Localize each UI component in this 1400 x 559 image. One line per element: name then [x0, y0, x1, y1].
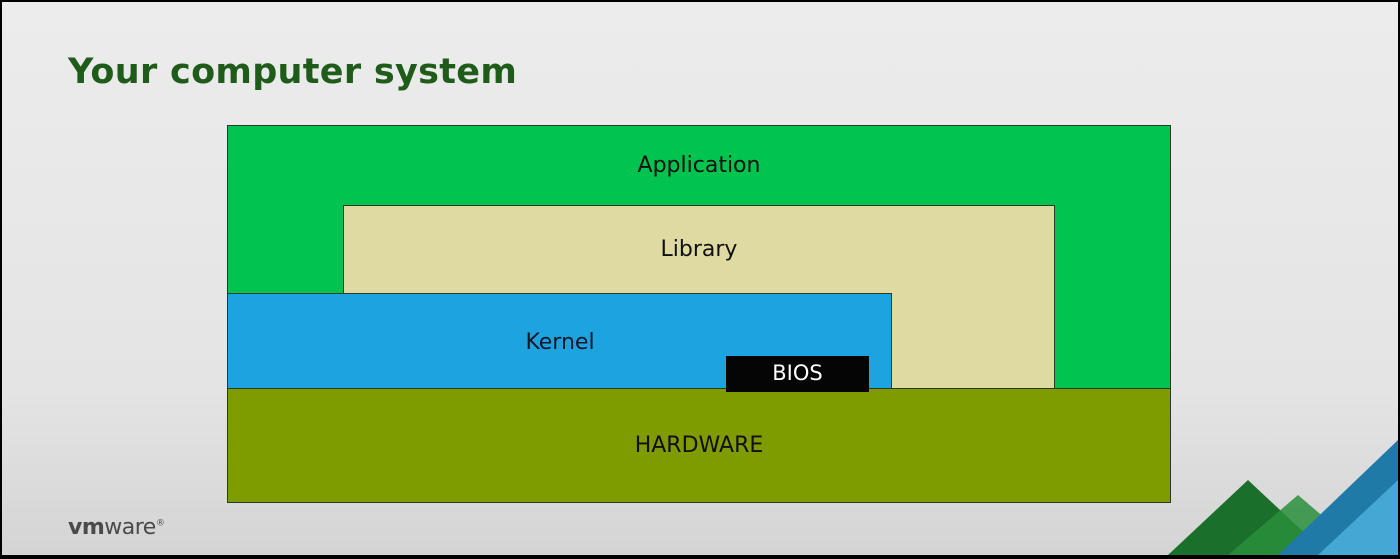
kernel-label: Kernel: [525, 330, 595, 355]
application-label: Application: [637, 153, 761, 178]
hardware-layer: HARDWARE: [227, 388, 1171, 503]
slide-title: Your computer system: [68, 52, 518, 92]
bios-layer: BIOS: [726, 356, 869, 392]
hardware-label: HARDWARE: [634, 433, 764, 458]
bios-label: BIOS: [772, 361, 823, 385]
triangle-decoration: [1168, 440, 1398, 555]
library-label: Library: [660, 237, 738, 262]
vmware-logo-icon: vmware®: [68, 515, 165, 540]
